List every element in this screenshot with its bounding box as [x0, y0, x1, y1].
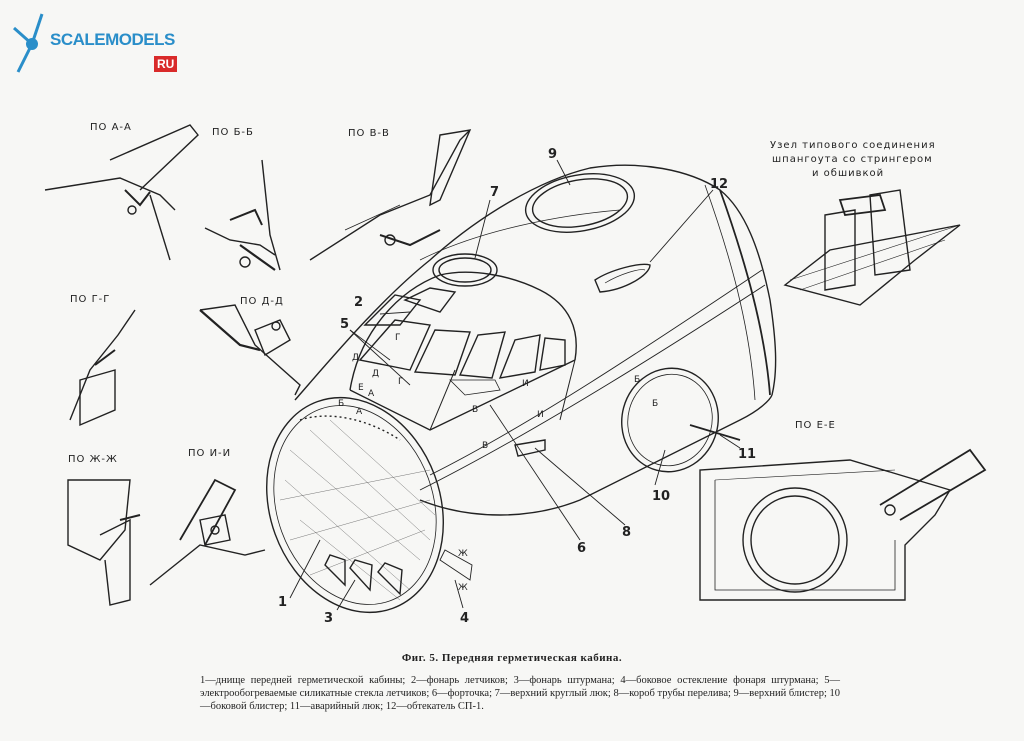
cut-letter-b2: Б	[634, 375, 640, 385]
logo-text: SCALEMODELS	[50, 30, 175, 49]
section-ee-sketch	[699, 448, 987, 601]
callout-3: 3	[324, 611, 333, 626]
callout-11: 11	[738, 447, 756, 462]
callout-5: 5	[340, 317, 349, 332]
cut-letter-b: Б	[338, 399, 344, 409]
cut-letter-i1: И	[522, 379, 529, 389]
detail-note-line1: Узел типового соединения	[770, 140, 936, 151]
cut-letter-a2: А	[356, 407, 363, 417]
cut-letter-zh2: Ж	[458, 583, 468, 593]
callout-6: 6	[577, 541, 586, 556]
overflow-box-8	[514, 439, 546, 457]
section-label-gg: ПО Г-Г	[70, 294, 110, 305]
section-label-ii: ПО И-И	[188, 448, 231, 459]
cut-letter-g2: Г	[398, 377, 404, 387]
callout-10: 10	[652, 489, 670, 504]
section-label-dd: ПО Д-Д	[240, 296, 284, 307]
side-blister-10	[621, 367, 719, 473]
cabin-body	[266, 164, 777, 614]
callout-2: 2	[354, 295, 363, 310]
stringer-joint-sketch	[783, 189, 961, 306]
callout-12: 12	[710, 177, 728, 192]
cut-letter-v2: В	[482, 441, 488, 451]
section-zhzh-sketch	[67, 479, 141, 606]
section-label-zhzh: ПО Ж-Ж	[68, 454, 118, 465]
section-label-vv: ПО В-В	[348, 128, 390, 139]
figure-legend: 1—днище передней герметической кабины; 2…	[200, 675, 840, 712]
section-ii-sketch	[149, 478, 266, 586]
cut-letter-b3: Б	[652, 399, 658, 409]
section-gg-sketch	[69, 309, 136, 427]
pilot-canopy	[349, 253, 577, 431]
propeller-icon	[13, 13, 44, 73]
callout-9: 9	[548, 147, 557, 162]
section-label-bb: ПО Б-Б	[212, 127, 254, 138]
logo-suffix: RU	[154, 56, 178, 72]
callout-7: 7	[490, 185, 499, 200]
callout-1: 1	[278, 595, 287, 610]
section-vv-sketch	[309, 129, 472, 261]
section-bb-sketch	[204, 159, 281, 271]
callout-4: 4	[460, 611, 469, 626]
cut-letter-i2: И	[537, 410, 544, 420]
fairing-12	[594, 263, 651, 293]
site-logo: SCALEMODELS RU	[8, 8, 188, 78]
cut-letter-d1: Д	[352, 353, 359, 363]
section-aa-sketch	[44, 124, 199, 261]
detail-note-line2: шпангоута со стрингером	[772, 154, 933, 165]
figure-title: Фиг. 5. Передняя герметическая кабина.	[401, 652, 623, 664]
cut-letter-d2: Д	[372, 369, 379, 379]
section-dd-sketch	[199, 304, 301, 396]
cut-letter-a: А	[368, 389, 375, 399]
detail-note-line3: и обшивкой	[812, 168, 884, 179]
section-label-aa: ПО А-А	[90, 122, 132, 133]
cut-letter-zh1: Ж	[458, 549, 468, 559]
callout-8: 8	[622, 525, 631, 540]
cut-letter-e: Е	[358, 383, 364, 393]
top-blister-9	[524, 173, 636, 233]
cut-letter-g: Г	[395, 333, 401, 343]
cut-letter-v1: В	[472, 405, 478, 415]
section-label-ee: ПО Е-Е	[795, 420, 836, 431]
